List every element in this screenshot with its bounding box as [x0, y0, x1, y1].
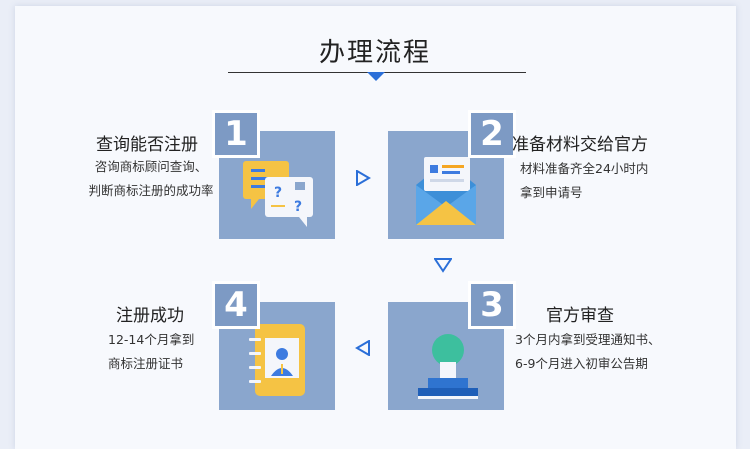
step-2-description: 材料准备齐全24小时内 拿到申请号 — [520, 157, 648, 205]
svg-text:?: ? — [294, 199, 302, 215]
svg-text:?: ? — [274, 185, 282, 201]
step-3-badge: 3 — [468, 281, 516, 329]
step-1-title: 查询能否注册 — [96, 135, 198, 155]
stamp-icon — [418, 334, 478, 399]
page-title: 办理流程 — [318, 38, 431, 68]
step-2-title: 准备材料交给官方 — [512, 135, 648, 155]
step-3-line-2: 6-9个月进入初审公告期 — [515, 356, 648, 371]
step-4-line-1: 12-14个月拿到 — [108, 332, 195, 347]
step-2-badge: 2 — [468, 110, 516, 158]
arrow-right-icon — [356, 170, 371, 186]
step-4-line-2: 商标注册证书 — [108, 356, 184, 371]
step-1-tile: ? ? — [219, 131, 335, 239]
arrow-left-icon — [355, 340, 370, 356]
step-3-description: 3个月内拿到受理通知书、 6-9个月进入初审公告期 — [515, 328, 660, 376]
step-1-description: 咨询商标顾问查询、 判断商标注册的成功率 — [86, 155, 216, 203]
step-1-line-1: 咨询商标顾问查询、 — [94, 159, 208, 174]
step-4-title: 注册成功 — [116, 306, 184, 326]
step-4-description: 12-14个月拿到 商标注册证书 — [108, 328, 194, 376]
step-4-badge: 4 — [212, 281, 260, 329]
step-3-line-1: 3个月内拿到受理通知书、 — [515, 332, 661, 347]
envelope-icon — [416, 157, 476, 225]
chat-bubbles-icon: ? ? — [243, 161, 313, 227]
step-2-tile — [388, 131, 504, 239]
arrow-down-icon — [434, 258, 452, 273]
step-3-title: 官方审查 — [546, 306, 614, 326]
certificate-book-icon — [249, 324, 305, 396]
step-2-line-2: 拿到申请号 — [520, 185, 583, 200]
step-1-line-2: 判断商标注册的成功率 — [88, 183, 214, 198]
title-triangle-icon — [367, 72, 385, 81]
step-1-badge: 1 — [212, 110, 260, 158]
step-2-line-1: 材料准备齐全24小时内 — [520, 161, 649, 176]
